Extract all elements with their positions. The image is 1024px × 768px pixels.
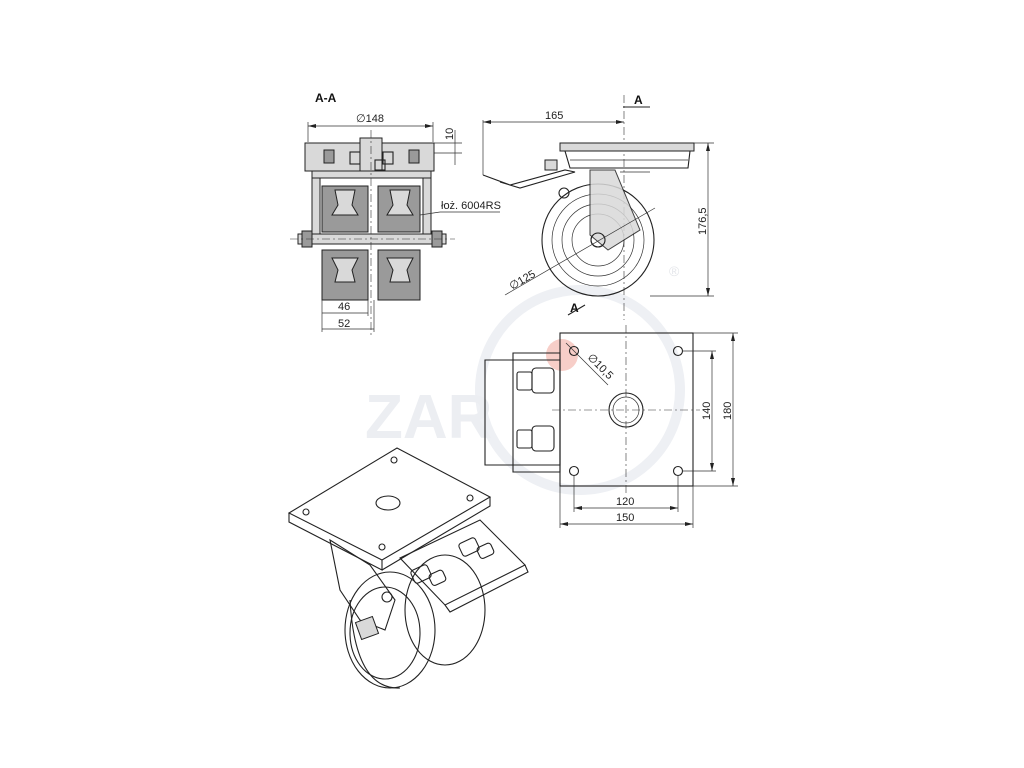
bearing-note: łoż. 6004RS [441,200,501,212]
isometric-view [287,447,529,689]
plate-diameter-dim: ∅148 [356,113,384,125]
hole-spacing-y-dim: 140 [701,402,713,420]
top-view: ∅10,5 140 180 120 150 [484,325,738,528]
height-dim: 176,5 [697,207,709,235]
side-view: A 165 ∅125 A [482,93,714,320]
watermark-registered-mark: ® [669,263,680,279]
tread-outer-dim: 52 [338,318,350,330]
brake-pedal-icon [516,367,555,452]
wheel-icon [344,554,486,689]
hole-spacing-x-dim: 120 [616,496,634,508]
watermark-text: ZAR [365,383,492,452]
watermark: ZAR ® [365,263,685,495]
wheel-diameter-dim: ∅125 [508,268,538,292]
brake-pedal-icon [482,159,576,189]
section-label: A-A [315,91,337,105]
section-mark-top: A [634,93,643,107]
section-mark-bottom: A [570,301,579,315]
section-view: A-A ∅148 10 [290,91,501,335]
wheel-icon [321,185,421,301]
plate-size-y-dim: 180 [722,402,734,420]
offset-dim: 165 [545,110,563,122]
plate-size-x-dim: 150 [616,512,634,524]
plate-thickness-dim: 10 [444,128,456,140]
tread-inner-dim: 46 [338,301,350,313]
